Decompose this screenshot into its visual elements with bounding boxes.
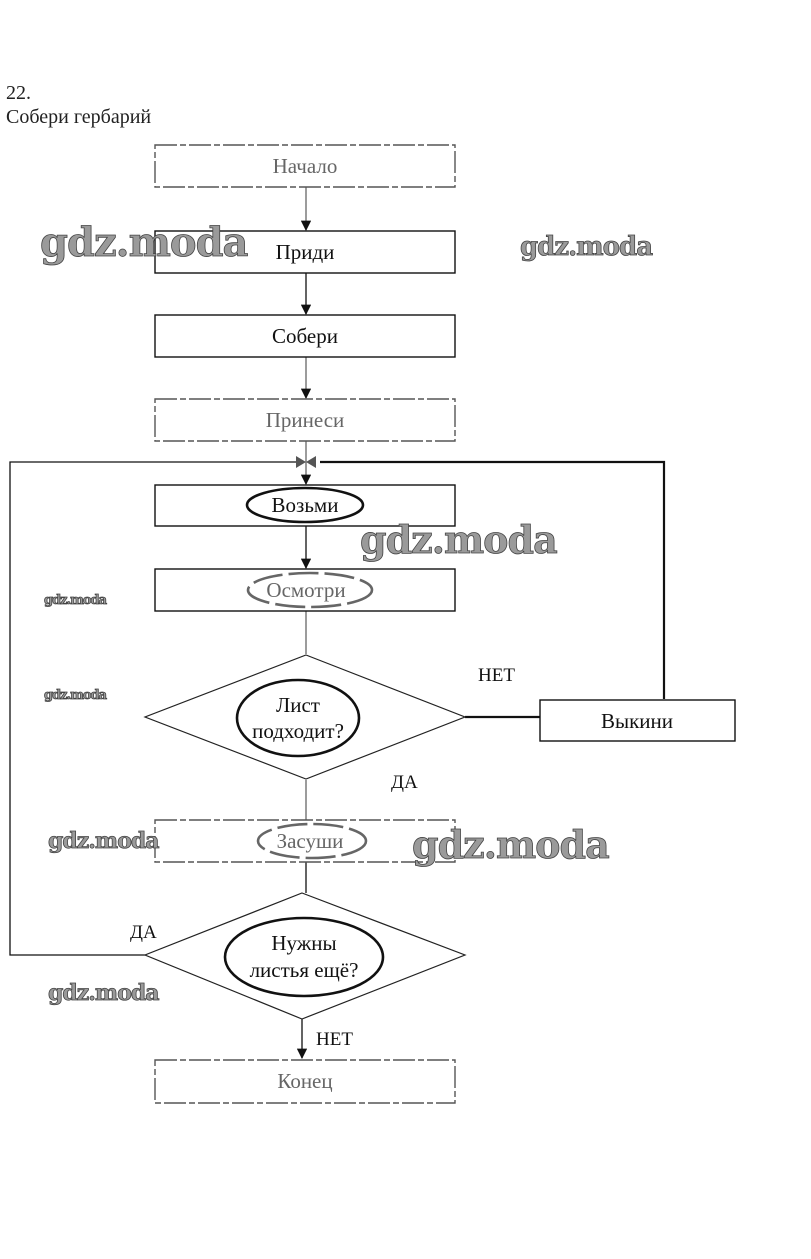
decision-fits-label-line2: подходит? xyxy=(252,719,344,743)
node-collect-label: Собери xyxy=(272,324,338,348)
node-take-label: Возьми xyxy=(272,493,339,517)
watermark: gdz.moda xyxy=(412,822,609,867)
node-discard: Выкини xyxy=(539,699,736,742)
watermark: gdz.moda xyxy=(40,219,248,266)
connector-more-yes-loop xyxy=(9,461,296,956)
node-inspect-label: Осмотри xyxy=(266,578,345,602)
task-title: Собери гербарий xyxy=(6,106,152,128)
watermark: gdz.moda xyxy=(44,593,108,608)
node-take: Возьми xyxy=(154,484,456,527)
watermark: gdz.moda xyxy=(48,980,159,1006)
node-inspect: Осмотри xyxy=(154,568,456,612)
junction-icon xyxy=(296,456,316,468)
node-end-label: Конец xyxy=(277,1069,332,1093)
edge-label-more-yes: ДА xyxy=(130,922,157,943)
node-end: Конец xyxy=(154,1059,456,1104)
connectors xyxy=(9,187,666,1060)
edge-label-more-no: НЕТ xyxy=(316,1029,353,1050)
edge-label-fits-no: НЕТ xyxy=(478,665,515,686)
decision-fits: Лист подходит? xyxy=(143,654,467,780)
watermark: gdz.moda xyxy=(520,232,653,262)
watermark: gdz.moda xyxy=(360,517,557,562)
node-come: Приди xyxy=(154,230,456,274)
decision-more: Нужны листья ещё? xyxy=(143,892,467,1020)
node-dry: Засуши xyxy=(154,819,456,863)
edge-label-fits-yes: ДА xyxy=(391,772,418,793)
node-start: Начало xyxy=(154,144,456,188)
node-bring-label: Принеси xyxy=(266,408,345,432)
node-start-label: Начало xyxy=(273,154,338,178)
watermarks: gdz.moda gdz.moda gdz.moda gdz.moda gdz.… xyxy=(40,219,655,1007)
watermark: gdz.moda xyxy=(44,688,108,703)
node-bring: Принеси xyxy=(154,398,456,442)
decision-more-label-line1: Нужны xyxy=(271,931,336,955)
node-collect: Собери xyxy=(154,314,456,358)
decision-fits-label-line1: Лист xyxy=(276,693,320,717)
decision-more-label-line2: листья ещё? xyxy=(250,958,359,982)
watermark: gdz.moda xyxy=(48,828,159,854)
task-number: 22. xyxy=(6,82,31,104)
node-come-label: Приди xyxy=(276,240,335,264)
node-dry-label: Засуши xyxy=(277,829,344,853)
connector-discard-loop xyxy=(320,460,666,699)
node-discard-label: Выкини xyxy=(601,709,673,733)
